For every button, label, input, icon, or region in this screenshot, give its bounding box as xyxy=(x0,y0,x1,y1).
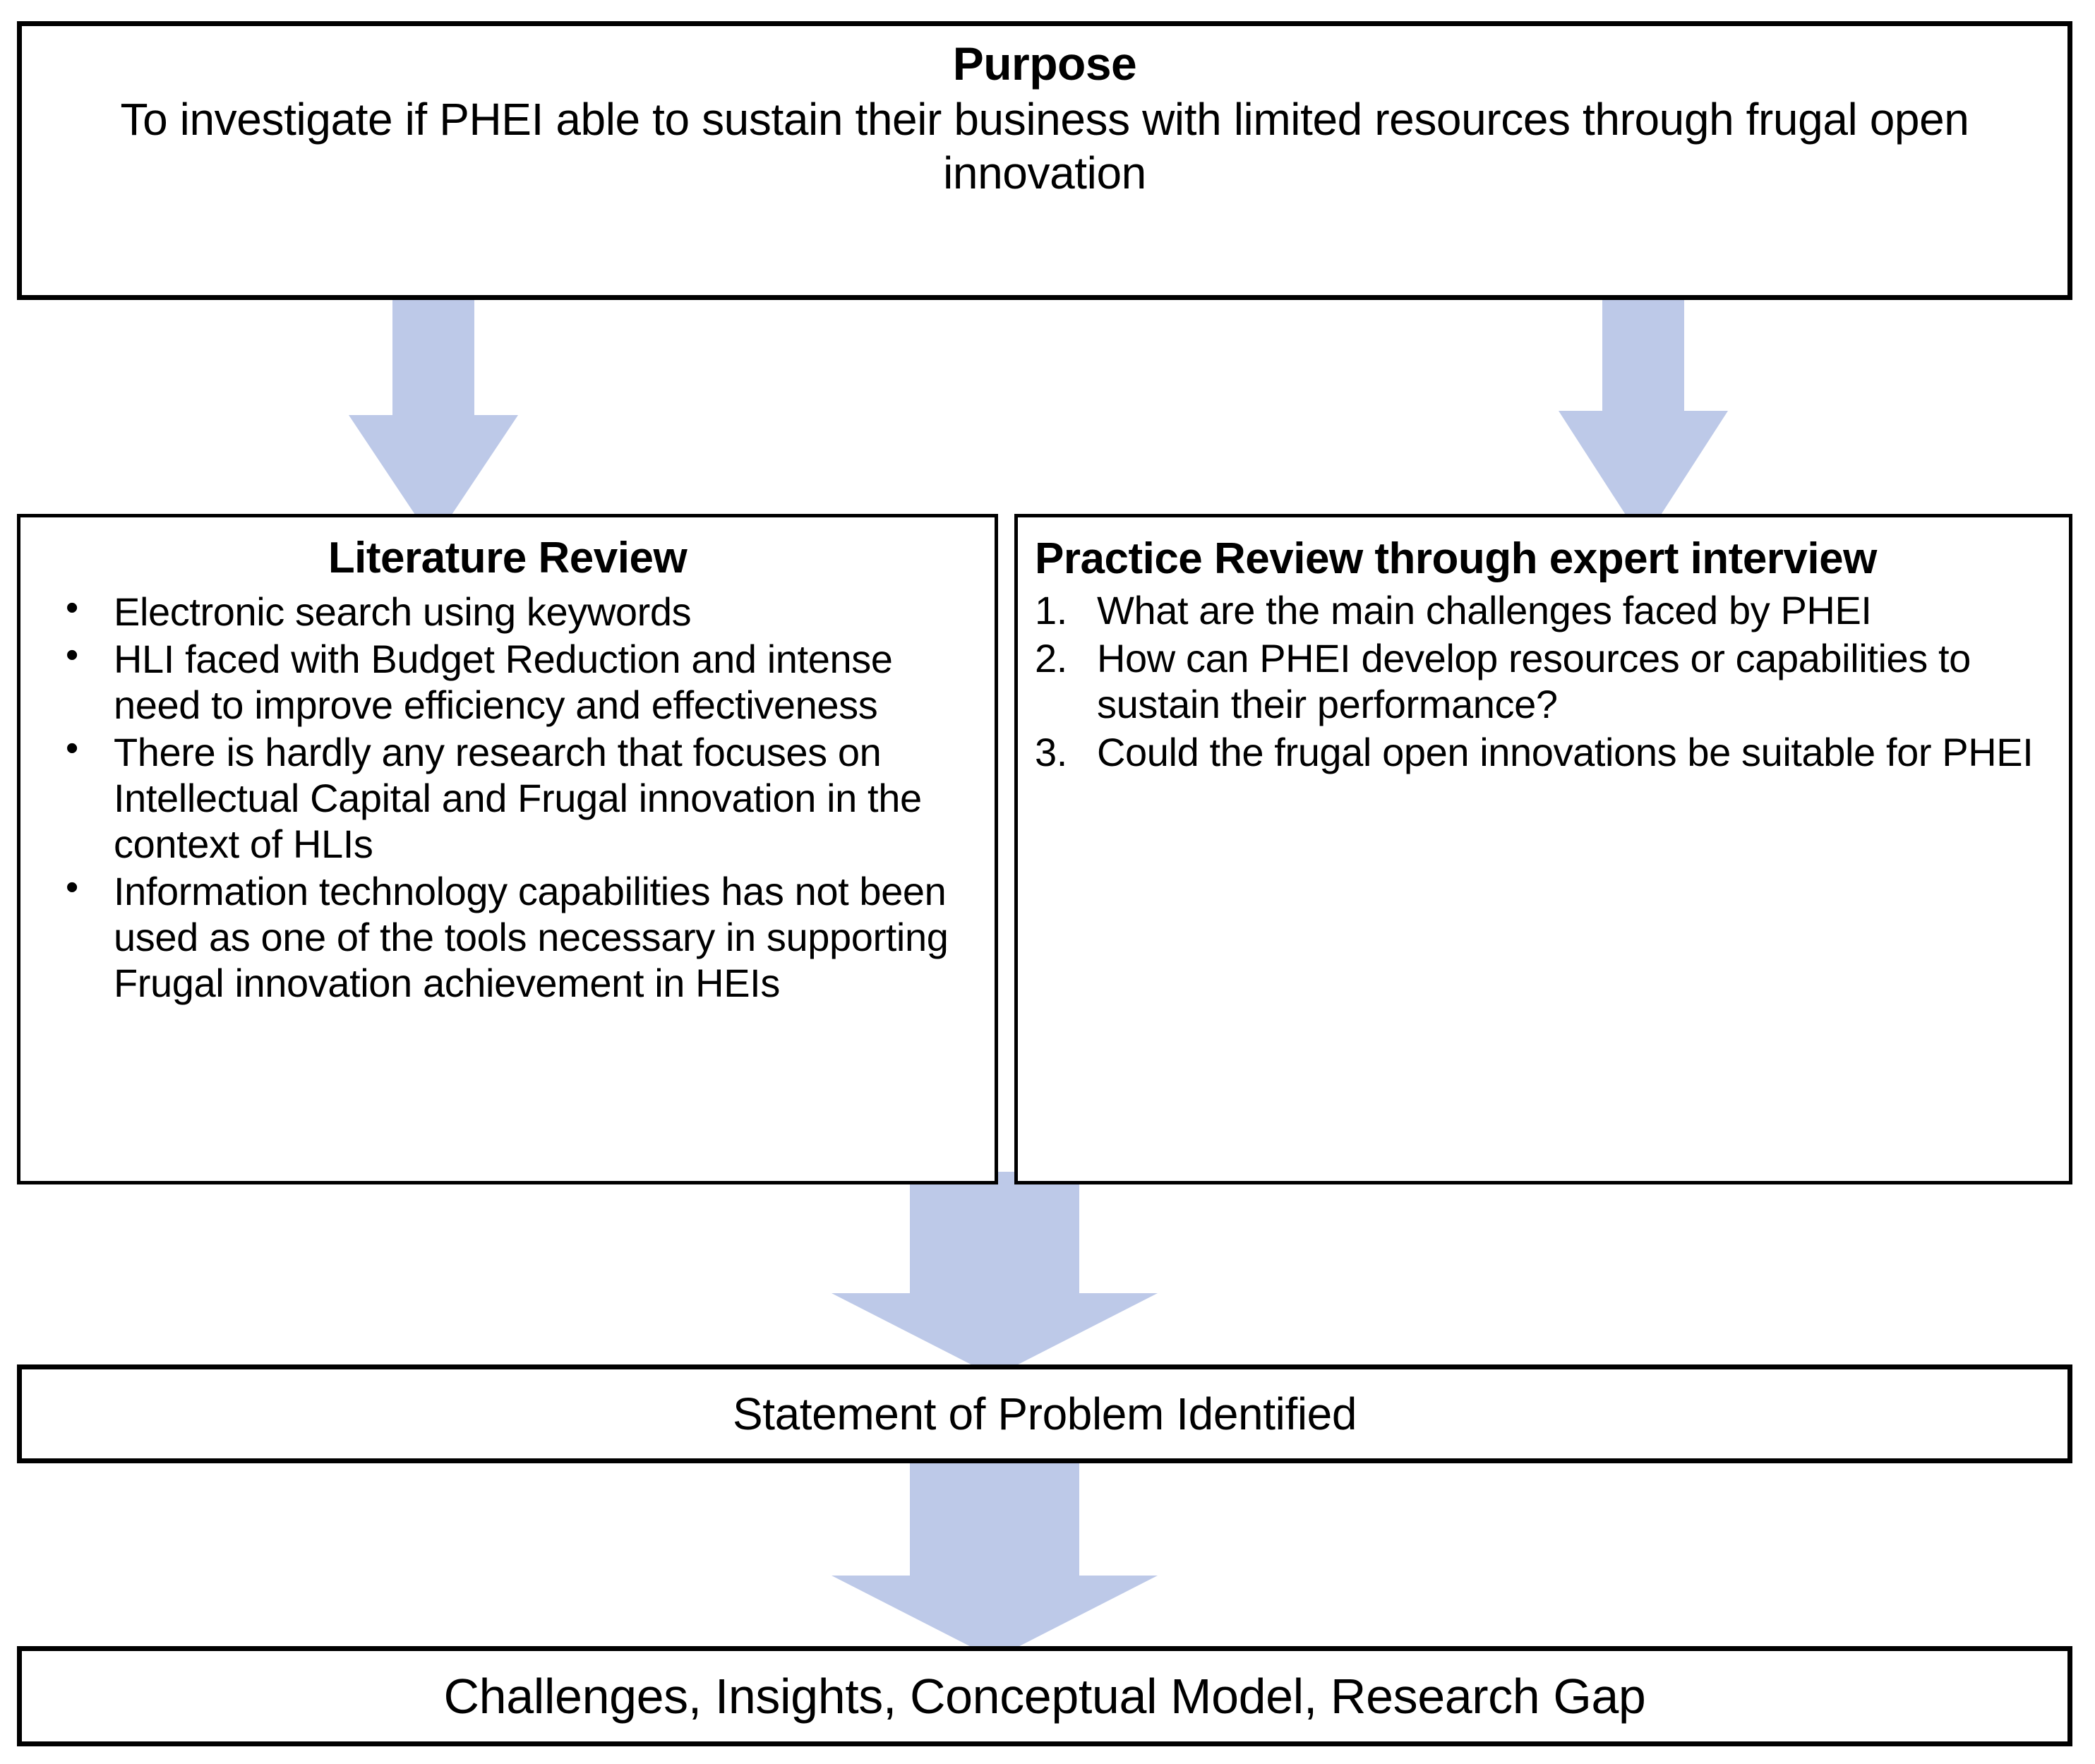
purpose-title: Purpose xyxy=(952,37,1137,90)
arrow-purpose-to-practice-review-icon xyxy=(1559,285,1728,542)
outcome-text: Challenges, Insights, Conceptual Model, … xyxy=(443,1668,1646,1724)
practice-review-box: Practice Review through expert interview… xyxy=(1014,514,2072,1184)
list-item: There is hardly any research that focuse… xyxy=(36,727,979,868)
purpose-box: Purpose To investigate if PHEI able to s… xyxy=(17,21,2072,300)
literature-review-bullet-list: Electronic search using keywords HLI fac… xyxy=(36,587,979,1007)
arrow-purpose-to-literature-review-icon xyxy=(349,295,518,542)
literature-review-title: Literature Review xyxy=(328,534,688,582)
practice-review-title: Practice Review through expert interview xyxy=(1035,534,1877,583)
list-item: How can PHEI develop resources or capabi… xyxy=(1035,635,1971,727)
literature-review-box: Literature Review Electronic search usin… xyxy=(17,514,998,1184)
arrow-statement-to-outcome-icon xyxy=(832,1460,1158,1659)
statement-of-problem-text: Statement of Problem Identified xyxy=(732,1388,1357,1439)
statement-of-problem-box: Statement of Problem Identified xyxy=(17,1364,2072,1463)
list-item: What are the main challenges faced by PH… xyxy=(1035,587,1872,633)
practice-review-question-list: What are the main challenges faced by PH… xyxy=(1035,587,2052,775)
list-item: Could the frugal open innovations be sui… xyxy=(1035,729,2034,775)
arrow-reviews-to-statement-icon xyxy=(832,1172,1158,1376)
outcome-box: Challenges, Insights, Conceptual Model, … xyxy=(17,1646,2072,1746)
list-item: Electronic search using keywords xyxy=(36,587,979,635)
list-item: HLI faced with Budget Reduction and inte… xyxy=(36,634,979,728)
purpose-body-text: To investigate if PHEI able to sustain t… xyxy=(120,94,1969,198)
list-item: Information technology capabilities has … xyxy=(36,866,979,1007)
